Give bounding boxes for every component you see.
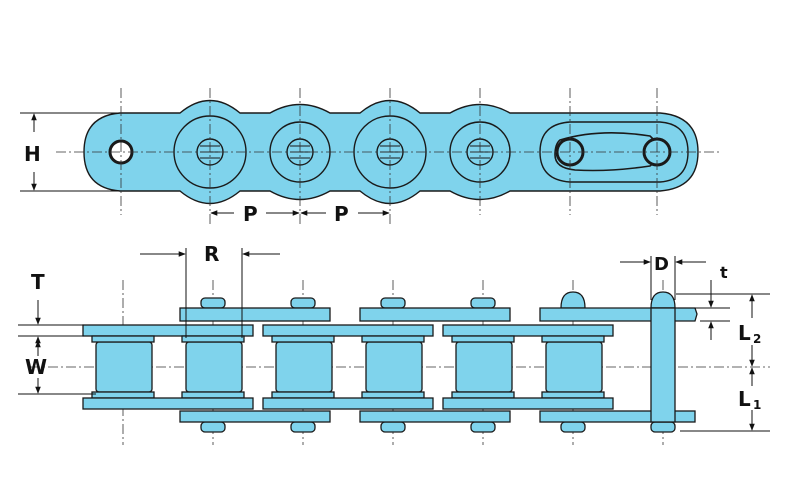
outer-plate (179, 410, 331, 423)
label-w: W (25, 355, 47, 379)
label-d: D (654, 254, 669, 275)
label-t: T (31, 270, 45, 294)
outer-plate (359, 410, 511, 423)
inner-plate (262, 324, 434, 337)
bushing (91, 391, 155, 399)
outer-plate (359, 307, 511, 322)
label-l1-subscript: 1 (753, 398, 761, 412)
label-h: H (24, 142, 41, 166)
dimension-l (676, 293, 770, 432)
label-p: P (334, 202, 349, 226)
top-view (82, 291, 698, 433)
inner-plate (82, 397, 254, 410)
roller (185, 341, 243, 393)
center-lines-top (56, 88, 720, 225)
inner-plate (442, 324, 614, 337)
pin-head (560, 291, 586, 309)
bushing (541, 335, 605, 343)
bushing (271, 335, 335, 343)
dimension-w (18, 340, 96, 395)
bushing (181, 391, 245, 399)
pin-head (200, 421, 226, 433)
bushing (271, 391, 335, 399)
inner-plate (262, 397, 434, 410)
roller (365, 341, 423, 393)
connecting-pin-shaft (650, 307, 676, 423)
dimension-t (18, 300, 84, 350)
bushing (181, 335, 245, 343)
label-l2-subscript: 2 (753, 332, 761, 346)
pin-head (560, 421, 586, 433)
pin-head (380, 297, 406, 309)
roller (455, 341, 513, 393)
pin-head (650, 291, 676, 309)
label-t-small: t (720, 263, 728, 282)
dimension-r (140, 248, 280, 338)
outer-plate (179, 307, 331, 322)
dimension-d (620, 256, 706, 300)
label-p: P (243, 202, 258, 226)
label-l1: L (738, 387, 751, 411)
outer-plate (539, 410, 696, 423)
pin-head (200, 297, 226, 309)
pin-head (470, 421, 496, 433)
roller (95, 341, 153, 393)
bushing (451, 335, 515, 343)
bushing (91, 335, 155, 343)
inner-plate (82, 324, 254, 337)
bushing (361, 391, 425, 399)
pin-head (650, 421, 676, 433)
bushing (451, 391, 515, 399)
roller (275, 341, 333, 393)
roller (545, 341, 603, 393)
label-r: R (204, 242, 219, 266)
pin-head (470, 297, 496, 309)
inner-plate (442, 397, 614, 410)
pin-head (290, 421, 316, 433)
bushing (541, 391, 605, 399)
dimension-t-small (678, 280, 730, 340)
pin-head (380, 421, 406, 433)
bushing (361, 335, 425, 343)
label-l2: L (738, 321, 751, 345)
dimension-h (20, 112, 120, 192)
pin-head (290, 297, 316, 309)
